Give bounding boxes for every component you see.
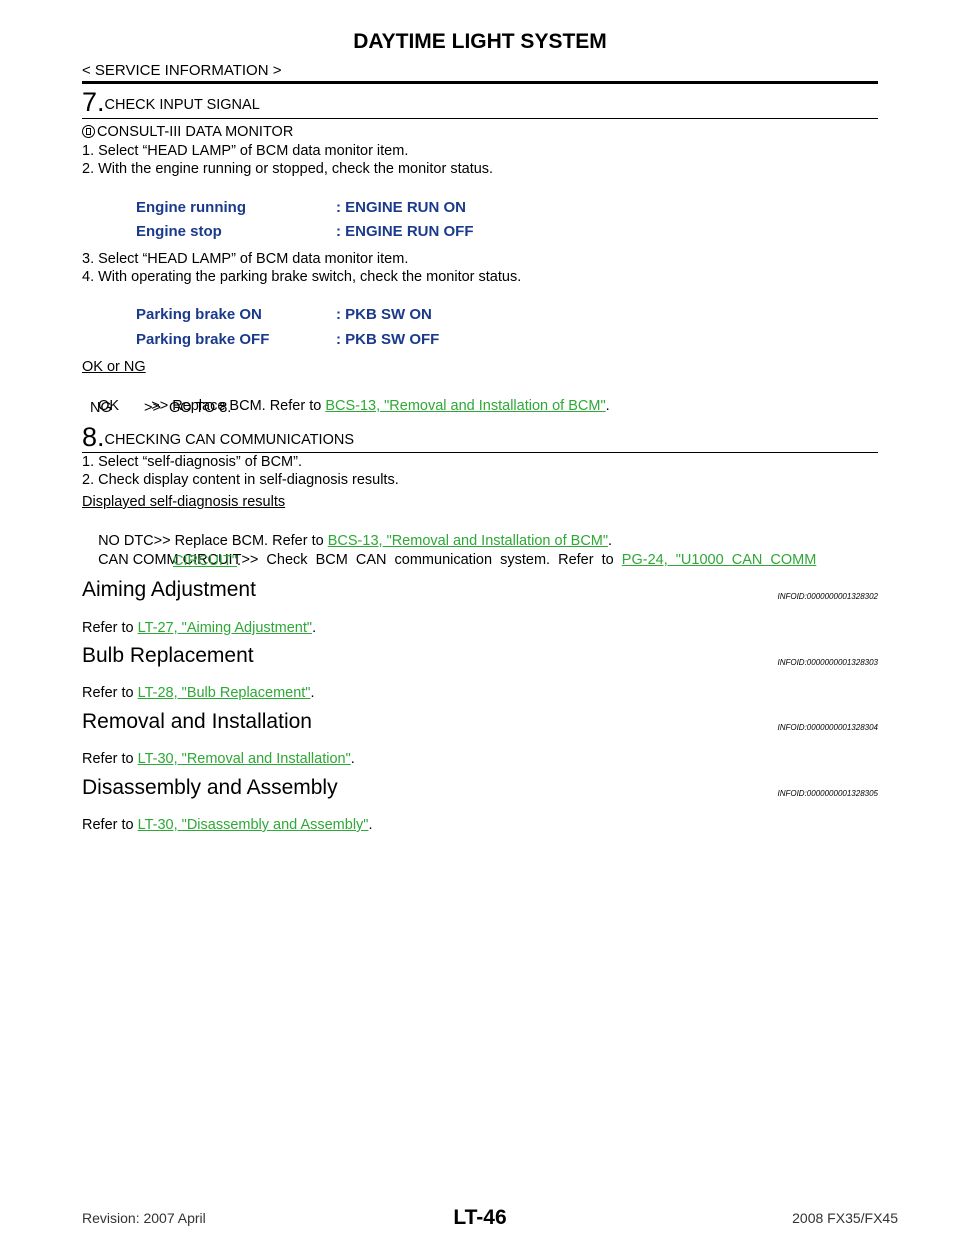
info-id: INFOID:0000000001328303 <box>777 658 878 667</box>
section-title-removal: Removal and Installation <box>82 710 312 733</box>
punctuation: . <box>368 817 373 833</box>
consult-icon <box>82 125 95 138</box>
step-title: CHECK INPUT SIGNAL <box>104 97 260 113</box>
spec-label: Engine stop <box>136 223 222 240</box>
step-7-item-2: 2. With the engine running or stopped, c… <box>82 161 494 177</box>
step-title: CHECKING CAN COMMUNICATIONS <box>104 432 354 448</box>
lt-27-link[interactable]: LT-27, "Aiming Adjustment" <box>137 620 313 636</box>
info-id: INFOID:0000000001328305 <box>777 789 878 798</box>
info-id: INFOID:0000000001328304 <box>777 723 878 732</box>
result-title: Displayed self-diagnosis results <box>82 494 286 510</box>
spec-label: Parking brake OFF <box>136 331 270 348</box>
spec-value: : PKB SW ON <box>336 306 432 323</box>
step-8-rule <box>82 452 878 453</box>
step-number: 8. <box>82 422 105 452</box>
no-dtc-text: NO DTC>> Replace BCM. Refer to <box>98 533 328 549</box>
punctuation: . <box>312 620 317 636</box>
ok-result: OK >> Replace BCM. Refer to BCS-13, "Rem… <box>90 382 610 414</box>
section-ref: Refer to LT-30, "Disassembly and Assembl… <box>82 817 372 833</box>
step-8-item-2: 2. Check display content in self-diagnos… <box>82 472 399 488</box>
step-7-item-3: 3. Select “HEAD LAMP” of BCM data monito… <box>82 251 409 267</box>
punctuation: . <box>605 398 610 414</box>
step-8-item-1: 1. Select “self-diagnosis” of BCM”. <box>82 454 302 470</box>
refer-to: Refer to <box>82 620 138 636</box>
refer-to: Refer to <box>82 685 138 701</box>
punctuation: . <box>310 685 315 701</box>
spec-value: : ENGINE RUN OFF <box>336 223 474 240</box>
bcs-13-link[interactable]: BCS-13, "Removal and Installation of BCM… <box>327 533 609 549</box>
step-7-item-4: 4. With operating the parking brake swit… <box>82 269 522 285</box>
spec-value: : PKB SW OFF <box>336 331 440 348</box>
refer-to: Refer to <box>82 751 138 767</box>
ng-result: NG >> GO TO 8. <box>90 400 232 416</box>
step-7-item-1: 1. Select “HEAD LAMP” of BCM data monito… <box>82 143 409 159</box>
spec-label: Engine running <box>136 199 246 216</box>
refer-to: Refer to <box>82 817 138 833</box>
header-rule <box>82 81 878 84</box>
section-ref: Refer to LT-27, "Aiming Adjustment". <box>82 620 316 636</box>
pg-24-link[interactable]: PG-24, "U1000 CAN COMM <box>621 552 817 568</box>
pg-24-link-cont[interactable]: CIRCUIT" <box>173 553 237 569</box>
can-comm-result: CAN COMM CIRCUIT>> Check BCM CAN communi… <box>90 536 816 568</box>
step-number: 7. <box>82 87 105 117</box>
breadcrumb: < SERVICE INFORMATION > <box>82 62 282 79</box>
no-dtc-result: NO DTC>> Replace BCM. Refer to BCS-13, "… <box>90 517 612 549</box>
section-title-aiming: Aiming Adjustment <box>82 578 256 601</box>
punctuation: . <box>236 553 241 569</box>
result-title: OK or NG <box>82 359 146 375</box>
punctuation: . <box>608 533 613 549</box>
section-ref: Refer to LT-30, "Removal and Installatio… <box>82 751 355 767</box>
section-ref: Refer to LT-28, "Bulb Replacement". <box>82 685 314 701</box>
section-title-disassembly: Disassembly and Assembly <box>82 776 338 799</box>
step-8-heading: 8.CHECKING CAN COMMUNICATIONS <box>82 422 354 453</box>
consult-label: CONSULT-III DATA MONITOR <box>97 124 294 140</box>
section-title-bulb: Bulb Replacement <box>82 644 254 667</box>
spec-value: : ENGINE RUN ON <box>336 199 467 216</box>
consult-line: CONSULT-III DATA MONITOR <box>82 124 293 140</box>
bcs-13-link[interactable]: BCS-13, "Removal and Installation of BCM… <box>325 398 606 414</box>
step-7-heading: 7.CHECK INPUT SIGNAL <box>82 87 260 118</box>
lt-30-removal-link[interactable]: LT-30, "Removal and Installation" <box>137 751 351 767</box>
can-comm-result-cont: CIRCUIT". <box>173 553 241 569</box>
spec-label: Parking brake ON <box>136 306 262 323</box>
lt-28-link[interactable]: LT-28, "Bulb Replacement" <box>137 685 311 701</box>
footer-revision: Revision: 2007 April <box>82 1210 206 1226</box>
footer-page-number: LT-46 <box>453 1206 507 1229</box>
page-title: DAYTIME LIGHT SYSTEM <box>353 30 607 53</box>
punctuation: . <box>350 751 355 767</box>
step-7-rule <box>82 118 878 119</box>
lt-30-disassembly-link[interactable]: LT-30, "Disassembly and Assembly" <box>137 817 369 833</box>
info-id: INFOID:0000000001328302 <box>777 592 878 601</box>
footer-model: 2008 FX35/FX45 <box>792 1210 898 1226</box>
can-comm-text: CAN COMM CIRCUIT>> Check BCM CAN communi… <box>98 552 622 568</box>
ok-text: OK >> Replace BCM. Refer to <box>98 398 326 414</box>
